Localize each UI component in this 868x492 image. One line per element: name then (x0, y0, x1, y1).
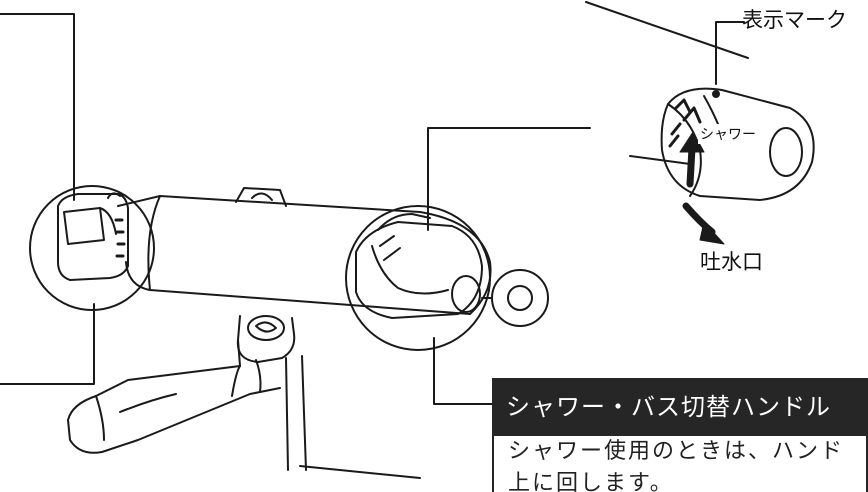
leader-lines (0, 1, 749, 405)
callout-title: シャワー・バス切替ハンドル (492, 378, 868, 436)
callout-body-line-1: シャワー使用のときは、ハンド (508, 439, 845, 464)
callout-body-line-2: 上に回します。 (508, 471, 674, 492)
thermostat-handle-detail (29, 185, 155, 311)
callout-body: シャワー使用のときは、ハンド 上に回します。 (492, 436, 868, 492)
marker-label: 表示マーク (742, 8, 847, 32)
faucet-body (67, 187, 492, 479)
spout-label: 吐水口 (700, 250, 763, 274)
rotation-arrows (679, 131, 725, 245)
switch-handle-callout: シャワー・バス切替ハンドル シャワー使用のときは、ハンド 上に回します。 (492, 378, 868, 492)
shower-position-label: シャワー (698, 124, 758, 144)
shower-handle-detail (345, 205, 549, 351)
